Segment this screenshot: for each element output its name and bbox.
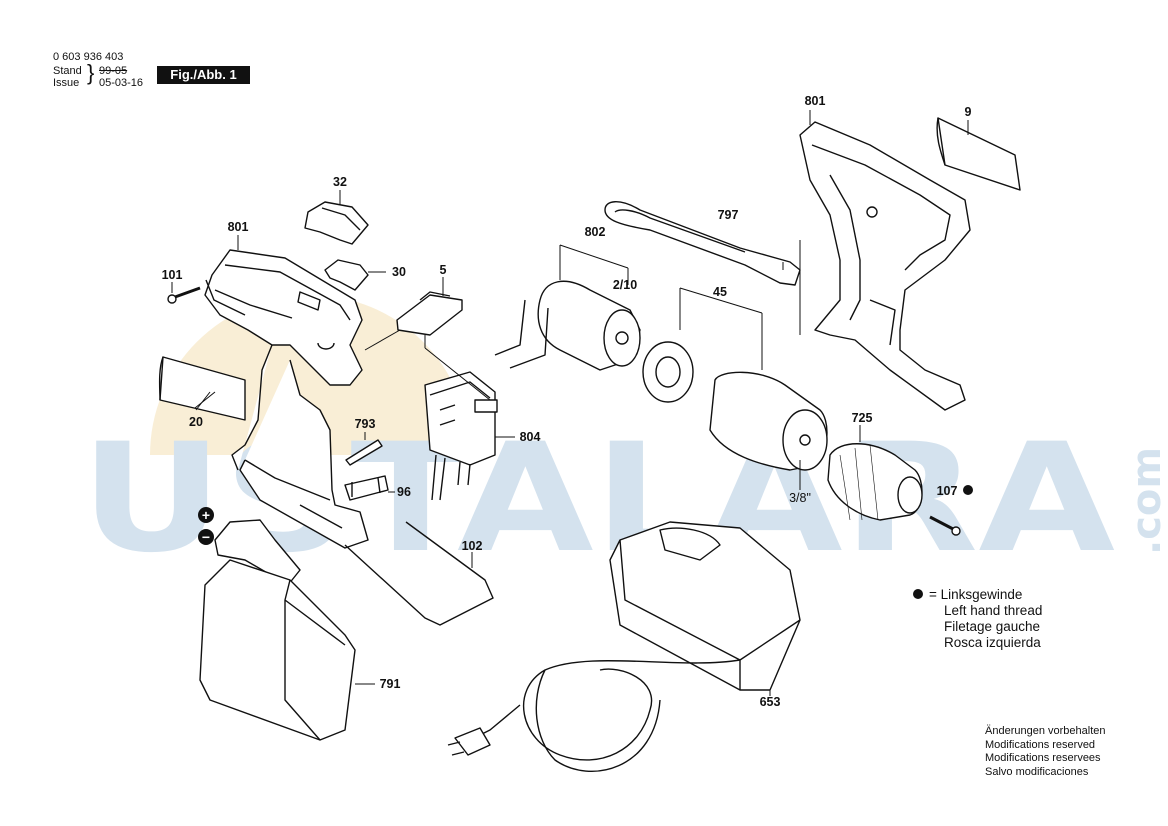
label-sticker	[936, 117, 1021, 191]
part-label-9: 9	[965, 105, 972, 119]
legend-line: Rosca izquierda	[944, 635, 1041, 650]
legend-line: Filetage gauche	[944, 619, 1041, 634]
legend: = Linksgewinde Left hand thread Filetage…	[913, 587, 1042, 651]
note-line: Salvo modificaciones	[985, 765, 1089, 778]
housing-half-right	[799, 121, 971, 411]
part-label-38: 3/8"	[789, 491, 811, 505]
battery-terminal-icons: + −	[198, 507, 214, 545]
part-label-804: 804	[520, 430, 541, 444]
part-label-725: 725	[852, 411, 873, 425]
watermark-suffix: .com	[1124, 447, 1168, 555]
part-label-801: 801	[805, 94, 826, 108]
legend-title-row: = Linksgewinde	[913, 587, 1042, 603]
plus-icon: +	[202, 507, 210, 523]
legend-title: = Linksgewinde	[929, 587, 1023, 602]
note-line: Änderungen vorbehalten	[985, 725, 1106, 737]
note-line: Modifications reserved	[985, 738, 1096, 751]
brace-icon: }	[87, 60, 95, 85]
part-label-101: 101	[162, 268, 183, 282]
housing-half-left	[204, 249, 369, 549]
modification-notes: Änderungen vorbehalten Modifications res…	[985, 725, 1105, 779]
brush-793	[345, 439, 383, 466]
part-label-107: 107	[937, 484, 958, 498]
issue-value: 05-03-16	[99, 77, 144, 89]
leader-lines	[171, 110, 969, 696]
part-label-210: 2/10	[613, 278, 637, 292]
part-label-96: 96	[397, 485, 411, 499]
figure-label: Fig./Abb. 1	[157, 66, 250, 84]
screw-107	[929, 515, 961, 536]
legend-line: Left hand thread	[944, 603, 1043, 618]
motor	[494, 244, 641, 371]
wire-hook	[344, 521, 494, 626]
clip-96	[344, 475, 389, 501]
switch-part-5	[396, 291, 463, 336]
stand-value: 99-05	[99, 65, 128, 77]
chuck	[827, 443, 923, 521]
bullet-icon	[913, 589, 923, 599]
gearbox	[642, 287, 828, 471]
part-label-653: 653	[760, 695, 781, 709]
stand-label: Stand	[53, 65, 82, 77]
slider	[324, 259, 369, 291]
part-label-32: 32	[333, 175, 347, 189]
electronic-switch	[424, 371, 498, 501]
charger	[447, 521, 801, 772]
label-plate	[158, 356, 246, 421]
part-label-20: 20	[189, 415, 203, 429]
part-number: 0 603 936 403	[53, 51, 124, 63]
watermark-text: USTALARA	[80, 412, 1115, 586]
issue-label: Issue	[53, 77, 80, 89]
note-line: Modifications reservees	[985, 752, 1101, 764]
part-label-802: 802	[585, 225, 606, 239]
screw-101	[167, 286, 201, 304]
left-thread-dot-icon	[963, 485, 973, 495]
part-label-45: 45	[713, 285, 727, 299]
switch-cap	[304, 201, 369, 245]
part-label-791: 791	[380, 677, 401, 691]
minus-icon: −	[202, 529, 210, 545]
part-label-102: 102	[462, 539, 483, 553]
part-label-793: 793	[355, 417, 376, 431]
belt-clip	[604, 201, 801, 286]
part-label-5: 5	[440, 263, 447, 277]
part-labels: 801 32 30 101 5 20 793 96 804 102 791 802 2/10 797 45 8…	[162, 94, 972, 709]
part-label-801: 801	[228, 220, 249, 234]
part-label-30: 30	[392, 265, 406, 279]
battery-pack	[199, 519, 356, 741]
part-label-797: 797	[718, 208, 739, 222]
